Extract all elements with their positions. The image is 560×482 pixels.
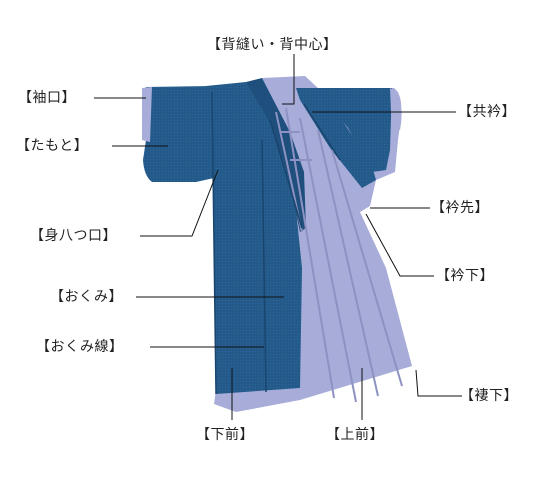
leader-lines bbox=[94, 54, 462, 420]
label-tamoto: 【たもと】 bbox=[16, 138, 89, 154]
label-okumi-sen: 【おくみ線】 bbox=[36, 339, 124, 355]
label-eri-shita: 【衿下】 bbox=[436, 268, 494, 284]
label-sodeguchi: 【袖口】 bbox=[18, 90, 76, 106]
label-senui: 【背縫い・背中心】 bbox=[207, 37, 338, 53]
left-sleeve bbox=[143, 86, 214, 182]
label-okumi: 【おくみ】 bbox=[50, 289, 124, 305]
right-collar bbox=[296, 88, 376, 188]
label-miyatsukuchi: 【身八つ口】 bbox=[30, 228, 117, 244]
right-sleeve bbox=[316, 88, 392, 172]
right-sleeve-cuff bbox=[390, 88, 402, 134]
label-tomoeri: 【共衿】 bbox=[458, 104, 516, 120]
label-eri-saki: 【衿先】 bbox=[431, 200, 489, 216]
body-seams bbox=[211, 91, 341, 395]
label-uwamae: 【上前】 bbox=[326, 427, 384, 443]
left-sleeve-cuff bbox=[142, 87, 152, 142]
label-shitamae: 【下前】 bbox=[196, 427, 254, 443]
body-panel bbox=[206, 82, 302, 394]
label-tsuma-shita: 【褄下】 bbox=[460, 388, 518, 404]
